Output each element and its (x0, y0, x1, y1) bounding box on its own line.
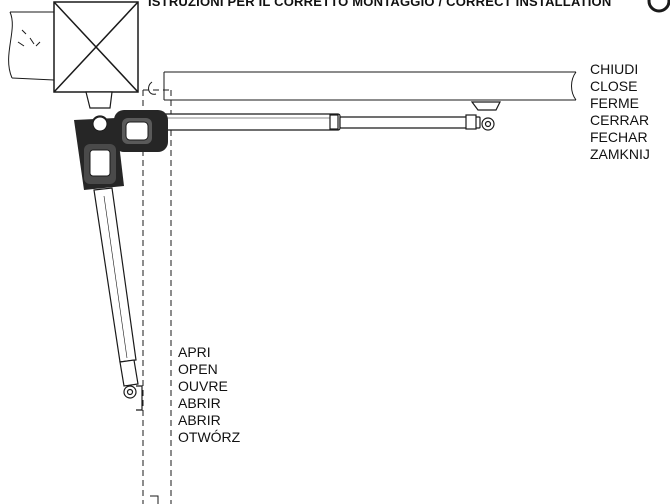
open-label: OTWÓRZ (178, 429, 241, 445)
bottom-mark (150, 495, 159, 504)
close-label: ZAMKNIJ (590, 146, 650, 162)
close-label: CERRAR (590, 112, 650, 128)
open-label: APRI (178, 344, 211, 360)
open-label: ABRIR (178, 412, 221, 428)
wall-section (8, 11, 55, 81)
close-label: CLOSE (590, 78, 638, 94)
control-box-icon (53, 1, 139, 93)
gate-leaf-closed (148, 71, 577, 101)
close-label: FERME (590, 95, 639, 111)
close-label: CHIUDI (590, 61, 639, 77)
open-labels: APRI OPEN OUVRE ABRIR ABRIR OTWÓRZ (178, 344, 240, 446)
gate-bracket-open (123, 385, 143, 411)
motor-head-open (74, 116, 124, 190)
close-label: FECHAR (590, 129, 648, 145)
motor-head-closed (114, 110, 168, 152)
gate-bracket-closed (470, 101, 501, 131)
diagram-header: ISTRUZIONI PER IL CORRETTO MONTAGGIO / C… (148, 0, 612, 9)
actuator-open (93, 187, 139, 387)
actuator-closed (159, 113, 481, 131)
circle-symbol-icon (647, 0, 670, 13)
close-labels: CHIUDI CLOSE FERME CERRAR FECHAR ZAMKNIJ (590, 61, 650, 163)
open-label: OUVRE (178, 378, 228, 394)
open-label: OPEN (178, 361, 218, 377)
open-label: ABRIR (178, 395, 221, 411)
gate-leaf-open-outline (142, 89, 172, 504)
